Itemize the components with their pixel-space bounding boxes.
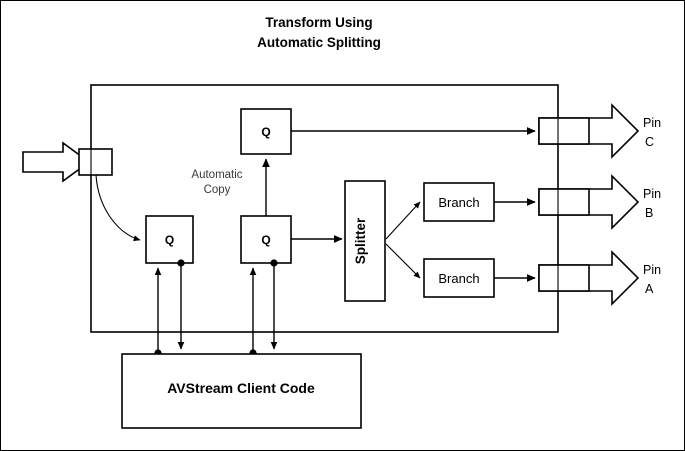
input-pin-arrow-icon	[22, 141, 91, 183]
input-pin-box	[78, 148, 113, 176]
branch-upper-label: Branch	[438, 195, 479, 210]
splitter-label: Splitter	[353, 217, 368, 264]
pin-b-label-line2: B	[645, 206, 653, 220]
queue-middle-to-client-junction-dot	[270, 259, 278, 267]
queue-left-to-client-junction-dot	[177, 259, 185, 267]
pin-a-box	[538, 264, 590, 292]
automatic-copy-note-line2: Copy	[204, 184, 231, 196]
queue-left-label: Q	[165, 233, 174, 247]
pin-c-label-line2: C	[645, 135, 654, 149]
output-pin-c-group: Pin C	[538, 103, 661, 159]
automatic-copy-note-line1: Automatic	[191, 169, 242, 181]
branch-lower-label: Branch	[438, 271, 479, 286]
queue-left-box	[145, 215, 194, 264]
queue-middle-box	[240, 215, 292, 264]
diagram-title-line2: Automatic Splitting	[257, 35, 381, 50]
pin-b-box	[538, 188, 590, 216]
output-pin-b-group: Pin B	[538, 174, 661, 230]
pin-a-label-line1: Pin	[643, 263, 661, 277]
diagram-title-line1: Transform Using	[265, 15, 372, 30]
splitter-to-branch-upper-connector	[385, 201, 421, 240]
input-to-queue-left-connector	[95, 174, 141, 242]
output-pin-a-group: Pin A	[538, 250, 661, 306]
splitter-box	[344, 180, 386, 302]
pin-c-label-line1: Pin	[643, 116, 661, 130]
branch-lower-box	[423, 258, 495, 298]
queue-middle-label: Q	[261, 233, 270, 247]
queue-top-label: Q	[261, 125, 270, 139]
pin-b-label-line1: Pin	[643, 187, 661, 201]
client-code-label: AVStream Client Code	[167, 380, 315, 396]
pin-c-box	[538, 117, 590, 145]
splitter-to-branch-lower-connector	[385, 243, 421, 279]
client-code-box	[121, 353, 362, 429]
pin-a-label-line2: A	[645, 282, 654, 296]
